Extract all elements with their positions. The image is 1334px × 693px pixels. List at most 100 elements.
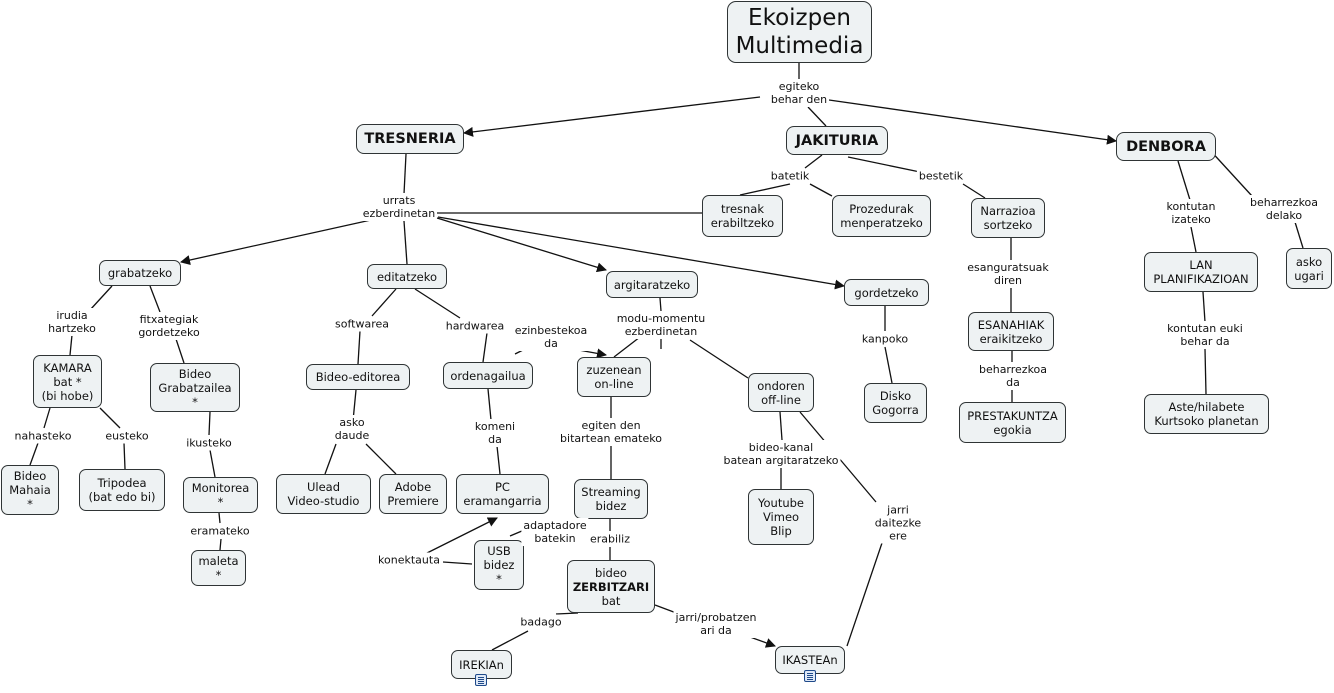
line-connector [491, 630, 529, 651]
label-batetik: batetik [768, 168, 812, 184]
line-connector [884, 346, 893, 384]
line-connector [365, 443, 397, 475]
line-connector [149, 285, 161, 313]
node-bideo-editorea[interactable]: Bideo-editorea [306, 364, 410, 390]
node-pc-eramangarria[interactable]: PC eramangarria [456, 474, 549, 514]
node-ordenagailua[interactable]: ordenagailua [443, 362, 533, 389]
line-connector [847, 156, 921, 173]
node-lan-planifikazioan[interactable]: LAN PLANIFIKAZIOAN [1144, 252, 1258, 292]
label-erabiliz: erabiliz [588, 531, 632, 547]
line-connector [1177, 160, 1191, 201]
line-connector [1202, 291, 1206, 323]
label-modu-momentu: modu-momentu ezberdinetan [614, 311, 708, 339]
label-urrats-ezberdinetan: urrats ezberdinetan [360, 193, 438, 221]
node-aste-hilabete[interactable]: Aste/hilabete Kurtsoko planetan [1144, 394, 1269, 434]
label-jarri-daitezke-ere: jarri daitezke ere [872, 502, 924, 544]
label-esanguratsuak: esanguratsuak diren [965, 260, 1051, 288]
line-connector [219, 538, 222, 551]
node-asko-ugari[interactable]: asko ugari [1286, 248, 1332, 289]
node-usb-bidez[interactable]: USB bidez * [474, 540, 524, 590]
label-egiten-den: egiten den bitartean emateko [558, 418, 664, 446]
label-komeni-da: komeni da [472, 419, 518, 447]
node-zuzenean-online[interactable]: zuzenean on-line [577, 357, 651, 397]
line-connector [962, 183, 986, 199]
node-bideo-mahaia[interactable]: Bideo Mahaia * [1, 465, 59, 515]
node-bideo-zerbitzari[interactable]: bideo ZERBITZARI bat [567, 560, 655, 613]
node-tripodea[interactable]: Tripodea (bat edo bi) [79, 469, 165, 511]
line-connector [99, 407, 121, 429]
node-narrazioa[interactable]: Narrazioa sortzeko [971, 198, 1045, 238]
line-connector [357, 330, 361, 365]
label-ezinbestekoa-da: ezinbestekoa da [512, 323, 590, 351]
line-connector [804, 154, 823, 169]
node-gordetzeko[interactable]: gordetzeko [844, 279, 929, 306]
label-egiteko-behar-den: egiteko behar den [768, 79, 830, 107]
node-streaming-bidez[interactable]: Streaming bidez [574, 479, 648, 519]
node-disko-gogorra[interactable]: Disko Gogorra [864, 383, 927, 423]
label-asko-daude: asko daude [332, 415, 372, 443]
node-tresnak-erabiltzeko[interactable]: tresnak erabiltzeko [702, 195, 783, 237]
node-kamara[interactable]: KAMARA bat * (bi hobe) [33, 355, 102, 408]
line-connector [29, 442, 39, 466]
node-ulead[interactable]: Ulead Video-studio [276, 474, 371, 514]
node-tresneria[interactable]: TRESNERIA [356, 124, 464, 154]
document-icon[interactable] [475, 674, 487, 686]
label-softwarea: softwarea [333, 316, 391, 332]
line-connector [613, 336, 641, 358]
node-ikastean[interactable]: IKASTEAn [775, 646, 845, 674]
line-connector [218, 512, 221, 524]
label-eramateko: eramateko [188, 523, 252, 539]
line-connector [209, 449, 216, 478]
line-connector [487, 388, 492, 421]
line-connector [43, 407, 51, 429]
line-connector [324, 443, 337, 475]
label-jarri-probatzen: jarri/probatzen ari da [673, 610, 759, 638]
label-konektauta: konektauta [376, 552, 442, 568]
arrow-connector [180, 217, 381, 265]
node-grabatzeko[interactable]: grabatzeko [99, 260, 181, 286]
zerbitzari-line-3: bat [601, 593, 621, 608]
line-connector [414, 288, 461, 319]
label-kontutan-euki: kontutan euki behar da [1165, 321, 1245, 349]
line-connector [1190, 226, 1197, 253]
node-youtube-vimeo-blip[interactable]: Youtube Vimeo Blip [748, 489, 814, 545]
document-icon[interactable] [804, 670, 816, 682]
label-adaptadore-batekin: adaptadore batekin [521, 518, 589, 546]
node-editatzeko[interactable]: editatzeko [367, 264, 447, 289]
node-adobe[interactable]: Adobe Premiere [379, 474, 447, 514]
node-ondoren-offline[interactable]: ondoren off-line [748, 373, 814, 412]
line-connector [208, 411, 211, 436]
label-nahasteko: nahasteko [12, 428, 74, 444]
node-esanahiak[interactable]: ESANAHIAK eraikitzeko [968, 312, 1054, 351]
node-prestakuntza[interactable]: PRESTAKUNTZA egokia [959, 402, 1066, 443]
label-kanpoko: kanpoko [859, 331, 911, 347]
line-connector [496, 445, 501, 475]
zerbitzari-line-1: bideo [595, 565, 627, 580]
node-bideo-grabatzailea[interactable]: Bideo Grabatzailea * [150, 363, 240, 412]
line-connector [659, 297, 662, 312]
node-maleta[interactable]: maleta * [191, 550, 246, 586]
node-jakituria[interactable]: JAKITURIA [786, 126, 888, 155]
label-fitxategiak-gordetzeko: fitxategiak gordetzeko [136, 312, 202, 340]
node-prozedurak[interactable]: Prozedurak menperatzeko [832, 195, 931, 237]
line-connector [123, 442, 126, 470]
label-badago: badago [518, 614, 564, 630]
node-denbora[interactable]: DENBORA [1116, 132, 1216, 161]
node-ekoizpen-multimedia[interactable]: Ekoizpen Multimedia [727, 1, 872, 63]
line-connector [689, 339, 749, 379]
line-connector [482, 332, 488, 363]
line-connector [89, 285, 113, 311]
label-irudia-hartzeko: irudia hartzeko [46, 308, 98, 336]
line-connector [403, 220, 408, 265]
label-ikusteko: ikusteko [184, 435, 234, 451]
line-connector [403, 153, 407, 195]
arrow-connector [828, 99, 1117, 145]
node-monitorea[interactable]: Monitorea * [183, 477, 258, 513]
arrow-connector [424, 517, 498, 555]
node-argitaratzeko[interactable]: argitaratzeko [606, 271, 698, 298]
line-connector [809, 183, 833, 197]
line-connector [175, 338, 185, 364]
arrow-connector [437, 216, 845, 290]
line-connector [846, 542, 883, 647]
